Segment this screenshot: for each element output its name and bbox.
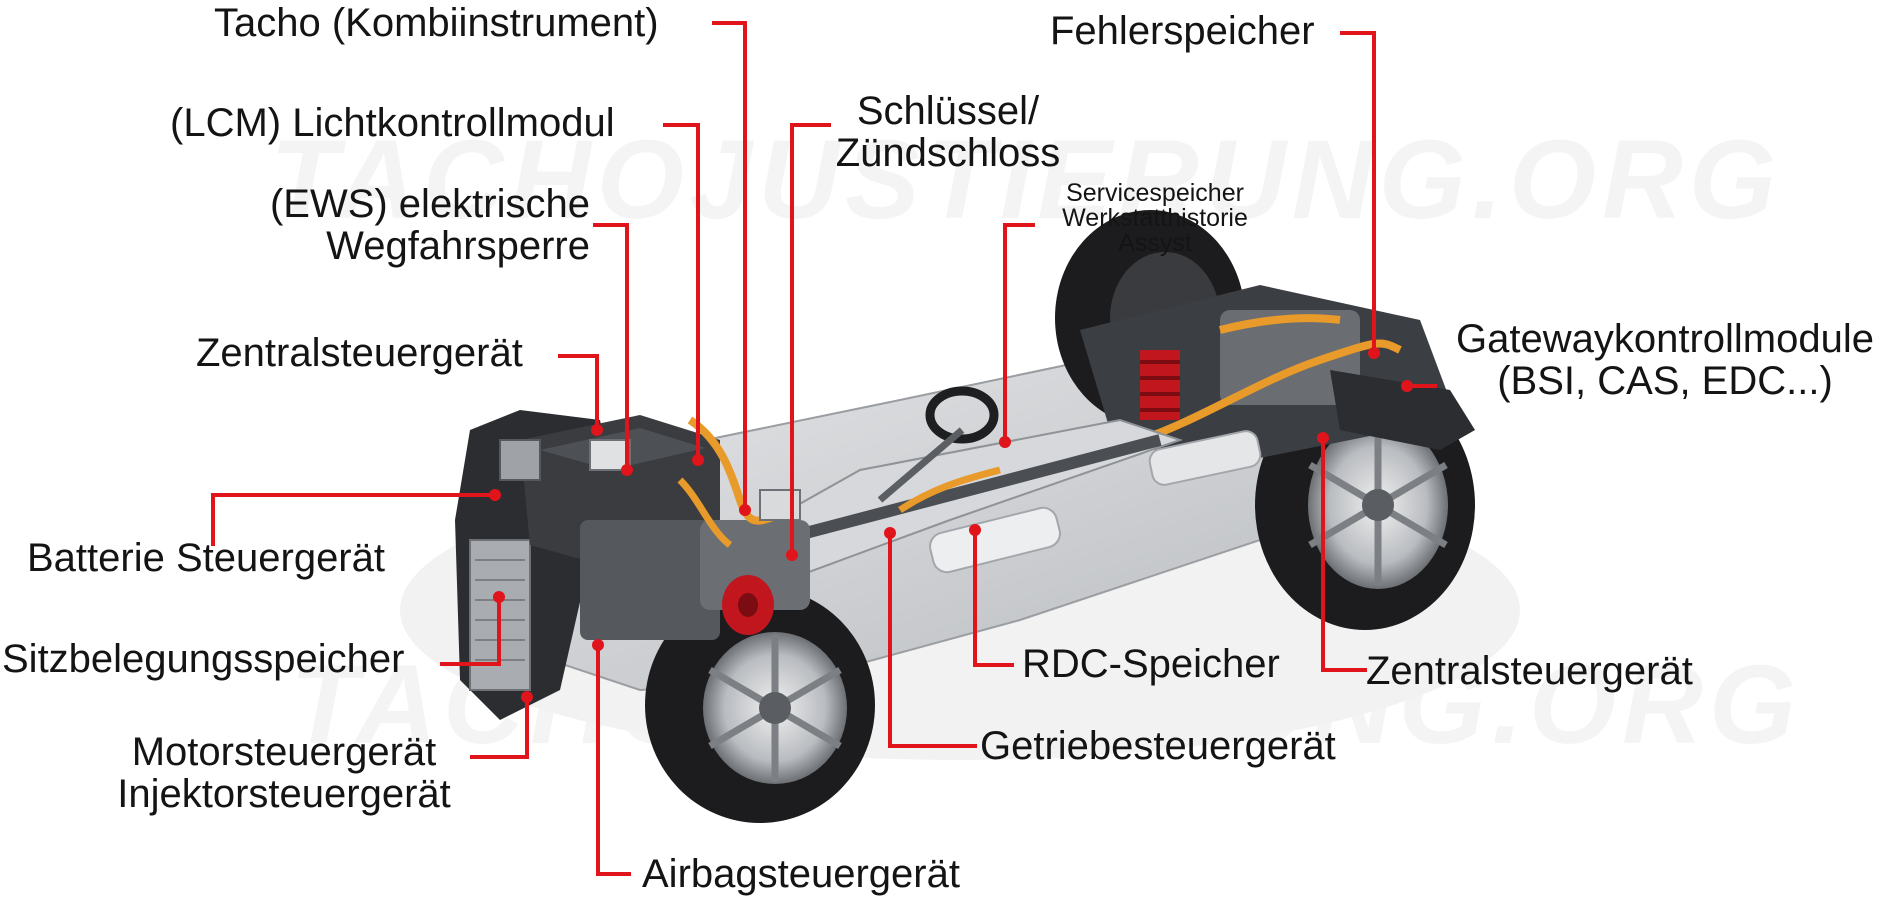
marker-tacho [739,504,751,516]
engine-block [580,520,720,640]
label-ews-line1: (EWS) elektrische [269,182,590,226]
label-schluessel-line2: Zündschloss [835,131,1061,175]
leader-ews [593,223,629,470]
leader-service [1003,223,1035,442]
rear-orange-cable [1138,339,1402,444]
label-service-line1: Servicespeicher [1066,179,1244,207]
label-rdc: RDC-Speicher [1022,642,1280,686]
marker-ews [621,464,633,476]
label-zentral-right: Zentralsteuergerät [1366,649,1693,693]
marker-schluessel [786,549,798,561]
engine-orange-cable-2 [677,477,733,548]
marker-motor [521,691,533,703]
leader-zentral-right [1321,438,1367,672]
leader-zentral-left [558,354,599,430]
leader-batterie [211,493,495,546]
driveshaft [758,434,1162,551]
label-fehlerspeicher: Fehlerspeicher [1050,9,1315,53]
marker-service [999,436,1011,448]
leader-schluessel [790,123,831,555]
rear-fender [1330,370,1475,450]
leader-airbag [596,645,631,876]
rear-spring [1140,350,1180,420]
label-motor-line2: Injektorsteuergerät [117,772,451,816]
marker-gateway [1401,380,1413,392]
front-orange-cable-mid [898,466,1001,513]
leader-sitz [440,597,501,666]
label-service: Servicespeicher Werkstatthistorie Assyst [1040,181,1270,256]
label-tacho: Tacho (Kombiinstrument) [214,1,659,45]
label-zentral-left: Zentralsteuergerät [196,331,523,375]
marker-airbag [592,639,604,651]
battery-box [499,439,541,481]
steering-wheel [877,386,999,503]
label-motor-line1: Motorsteuergerät [131,730,437,774]
label-batterie: Batterie Steuergerät [27,536,385,580]
marker-fehlerspeicher [1368,347,1380,359]
front-brake-disc [722,575,774,635]
label-motor: Motorsteuergerät Injektorsteuergerät [100,731,468,815]
label-ews-line2: Wegfahrsperre [326,224,590,268]
label-ews: (EWS) elektrische Wegfahrsperre [220,183,590,267]
leader-lcm [663,123,700,460]
marker-zentral-right [1317,432,1329,444]
exhaust-rear [1148,430,1262,486]
leader-motor [470,697,529,759]
label-service-line3: Assyst [1118,229,1192,257]
label-lcm: (LCM) Lichtkontrollmodul [170,101,615,145]
label-airbag: Airbagsteuergerät [642,852,960,896]
label-sitz: Sitzbelegungsspeicher [2,637,405,681]
marker-sitz [493,591,505,603]
exhaust-muffler [929,506,1061,574]
label-getriebe: Getriebesteuergerät [980,724,1336,768]
marker-getriebe [884,527,896,539]
marker-rdc [969,524,981,536]
front-right-wheel [645,587,875,823]
label-gateway-line2: (BSI, CAS, EDC...) [1497,359,1833,403]
marker-lcm [692,454,704,466]
label-schluessel-line1: Schlüssel/ [856,89,1040,133]
label-gateway-line1: Gatewaykontrollmodule [1456,317,1874,361]
label-gateway: Gatewaykontrollmodule (BSI, CAS, EDC...) [1432,318,1898,402]
marker-zentral-left [591,424,603,436]
leader-tacho [712,21,747,510]
rear-diff [1220,310,1360,405]
leader-rdc [973,530,1014,667]
label-service-line2: Werkstatthistorie [1062,204,1248,232]
watermark-top: TACHOJUSTIERUNG.ORG [270,115,1782,244]
leader-fehlerspeicher [1340,31,1376,353]
front-control-module [589,439,631,471]
label-schluessel: Schlüssel/ Zündschloss [828,90,1068,174]
leader-getriebe [888,533,977,748]
rear-orange-cable-2 [1219,314,1341,334]
marker-batterie [489,489,501,501]
